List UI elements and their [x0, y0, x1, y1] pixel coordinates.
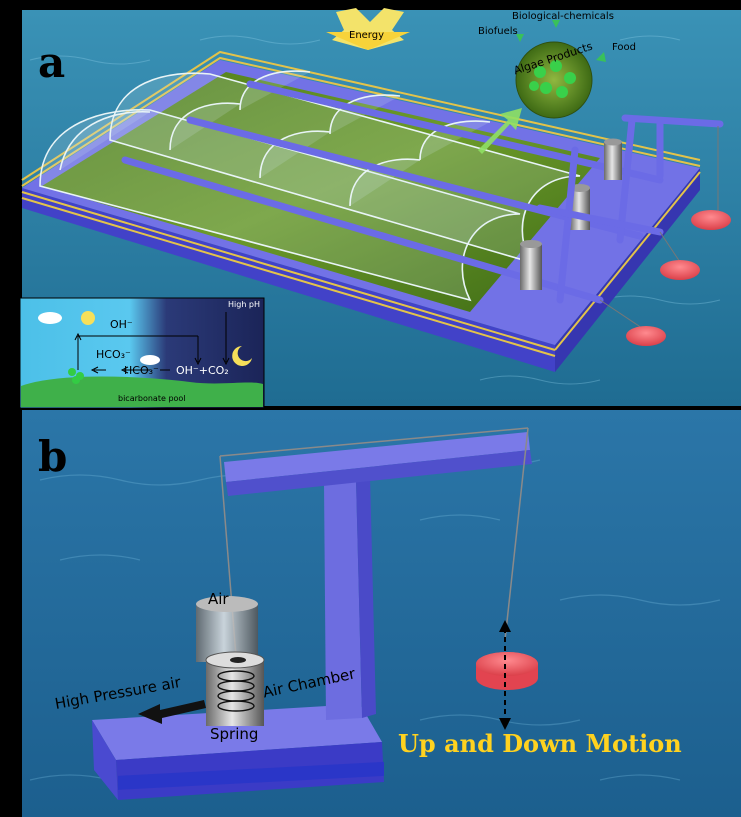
- motion-arrowheads: [499, 620, 511, 730]
- buoys-a: [626, 210, 731, 346]
- spring-label: Spring: [210, 725, 259, 743]
- inset-pool-label: bicarbonate pool: [118, 394, 186, 403]
- energy-label: Energy: [349, 30, 385, 41]
- air-cylinder-b: [196, 596, 265, 726]
- t-pillar: [224, 432, 532, 720]
- product-arrows: [516, 20, 606, 62]
- lever-arms-a: [536, 114, 724, 304]
- yellow-rails: [21, 50, 701, 357]
- inset-oh-label: OH⁻: [110, 318, 133, 331]
- inset-bicarbonate: [19, 297, 265, 409]
- inset-hco3-upper: HCO₃⁻: [96, 348, 131, 361]
- air-label: Air: [208, 590, 229, 608]
- buoy-b: [476, 652, 538, 690]
- machine-base: [92, 704, 384, 800]
- inset-hco3-lower: HCO₃⁻: [124, 364, 159, 377]
- food-label: Food: [612, 42, 636, 53]
- panel-b-letter: b: [38, 432, 68, 481]
- biofuels-label: Biofuels: [478, 26, 518, 37]
- motion-label: Up and Down Motion: [398, 729, 682, 758]
- algae-products-circle: [515, 41, 593, 119]
- green-up-arrow: [478, 108, 522, 154]
- energy-sun-icon: [326, 8, 410, 50]
- inset-oh-co2: OH⁻+CO₂: [176, 364, 229, 377]
- buoy-cables-a: [599, 126, 719, 331]
- panel-a-letter: a: [38, 38, 66, 87]
- biological-chemicals-label: Biological-chemicals: [512, 11, 614, 22]
- inset-high-ph: High pH: [228, 300, 261, 309]
- high-pressure-arrow: [138, 700, 206, 724]
- spring-coils: [217, 670, 255, 712]
